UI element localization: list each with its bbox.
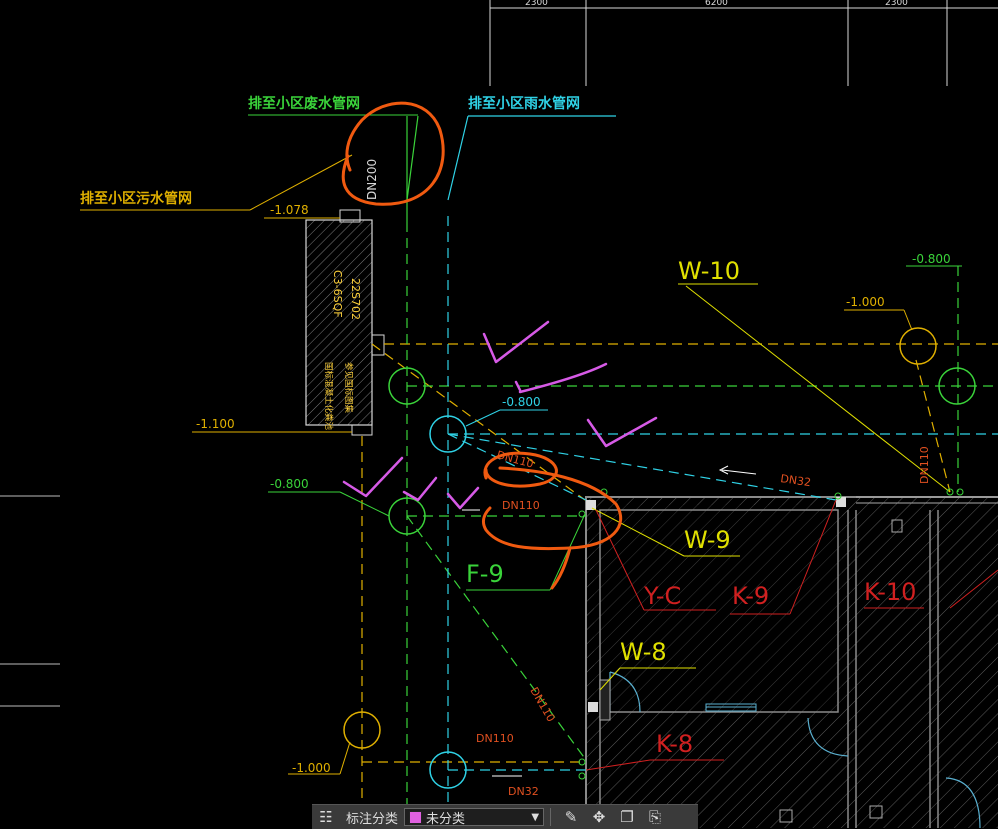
tag-label: K-9 (732, 582, 769, 610)
category-dropdown[interactable]: 未分类 ▼ (404, 808, 545, 827)
category-color-swatch (409, 810, 423, 824)
category-label: 标注分类 (346, 811, 399, 827)
dimension-lines (489, 0, 998, 86)
toolbar-divider (550, 808, 552, 826)
pipe-size-label: DN110 (918, 446, 931, 484)
elevation-label: -1.000 (846, 295, 885, 309)
tank-note-label: 国标混凝土化粪池 (323, 362, 334, 431)
tag-label: K-10 (864, 578, 916, 606)
sewage-outlet-label: 排至小区污水管网 (80, 190, 192, 207)
elevation-label: -1.100 (196, 417, 235, 431)
edge-marks (0, 495, 60, 707)
waste-pipes (406, 115, 998, 828)
rain-outlet-label: 排至小区雨水管网 (468, 95, 580, 112)
tag-label: W-9 (684, 526, 731, 554)
dimension-text: 2300 (885, 0, 908, 8)
elevation-label: -1.078 (270, 203, 309, 217)
pipe-size-label: DN200 (365, 159, 379, 200)
septic-tank (305, 209, 385, 436)
pipe-size-label: DN110 (527, 685, 557, 724)
paste-icon[interactable]: ⎘ (649, 808, 662, 826)
grid-apps-icon[interactable]: ☷ (319, 808, 333, 826)
pipe-size-label: DN110 (502, 499, 540, 512)
building-structure (585, 496, 998, 828)
edit-icon[interactable]: ✎ (564, 808, 578, 826)
elevation-label: -1.000 (292, 761, 331, 775)
tag-label: W-10 (678, 257, 740, 285)
elevation-label: -0.800 (912, 252, 951, 266)
waste-outlet-label: 排至小区废水管网 (248, 95, 360, 112)
elevation-label: -0.800 (502, 395, 541, 409)
move-icon[interactable]: ✥ (592, 808, 606, 826)
category-dropdown-value: 未分类 (426, 811, 466, 827)
chevron-down-icon: ▼ (531, 811, 540, 823)
tag-label: F-9 (466, 560, 504, 588)
tag-label: Y-C (643, 582, 681, 610)
flow-arrows (462, 465, 757, 777)
leader-lines (80, 114, 998, 775)
rain-pipes (447, 115, 998, 828)
pipe-size-label: DN110 (476, 732, 514, 745)
copy-icon[interactable]: ❐ (620, 808, 634, 826)
pipe-size-label: DN32 (508, 785, 539, 798)
dimension-text: 2300 (525, 0, 548, 8)
sewage-pipes (361, 343, 998, 828)
elevation-label: -0.800 (270, 477, 309, 491)
dimension-text: 6200 (705, 0, 728, 8)
annotation-toolbar: ☷ 标注分类 未分类 ▼ ✎ ✥ ❐ ⎘ (312, 804, 698, 829)
manhole-markers (343, 327, 976, 789)
tank-note-label: 参见国标图集 (343, 362, 354, 414)
pipe-size-label: DN32 (780, 472, 812, 489)
tag-label: K-8 (656, 730, 693, 758)
tank-code-label: 22S702 (349, 278, 362, 320)
handwritten-annotations (341, 101, 658, 590)
tank-model-label: C3-6SQF (331, 270, 344, 318)
tag-label: W-8 (620, 638, 667, 666)
